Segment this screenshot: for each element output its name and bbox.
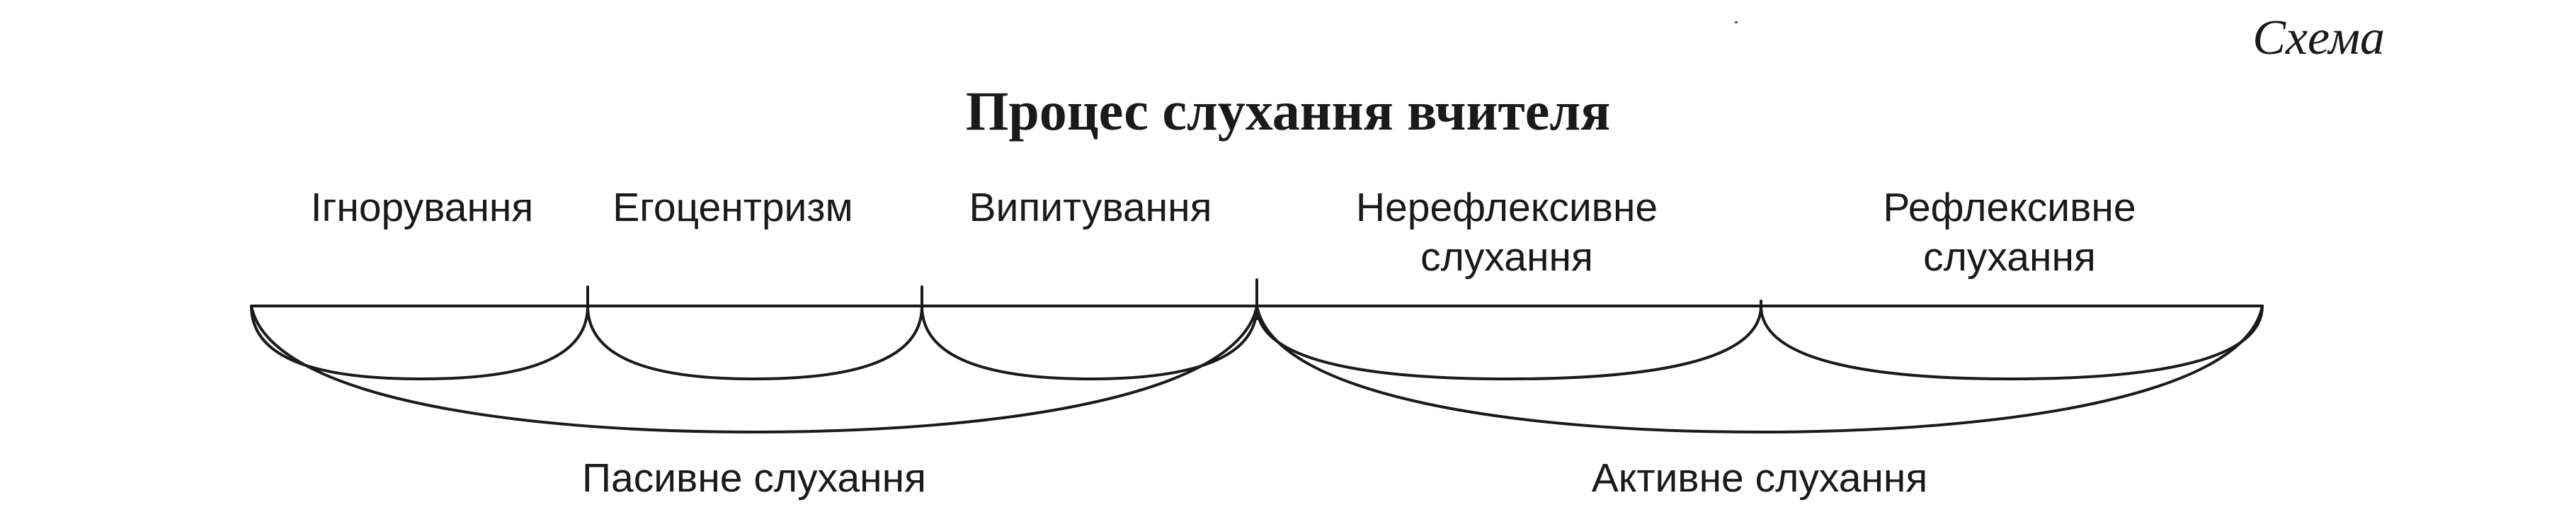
stray-mark: [1735, 21, 1738, 23]
group-arc-active: [1255, 305, 2264, 434]
group-arc-passive: [250, 305, 1258, 434]
stage-arc-ignoring: [250, 305, 589, 381]
stage-label-questioning: Випитування: [969, 185, 1212, 230]
stage-label-nonreflective: Нерефлексивне слухання: [1355, 185, 1658, 280]
stage-arc-reflective: [1760, 305, 2264, 381]
stage-label-egocentrism: Егоцентризм: [612, 185, 853, 230]
diagram-title: Процес слухання вчителя: [965, 80, 1611, 142]
group-label-active: Активне слухання: [1591, 455, 1928, 501]
stage-arc-egocentrism: [586, 305, 923, 381]
group-label-passive: Пасивне слухання: [582, 455, 926, 501]
scheme-label: Схема: [2252, 11, 2385, 65]
stage-arc-nonreflective: [1255, 305, 1762, 381]
stage-label-reflective: Рефлексивне слухання: [1883, 185, 2136, 280]
stage-label-ignoring: Ігнорування: [310, 185, 534, 230]
stage-arc-questioning: [921, 305, 1258, 381]
